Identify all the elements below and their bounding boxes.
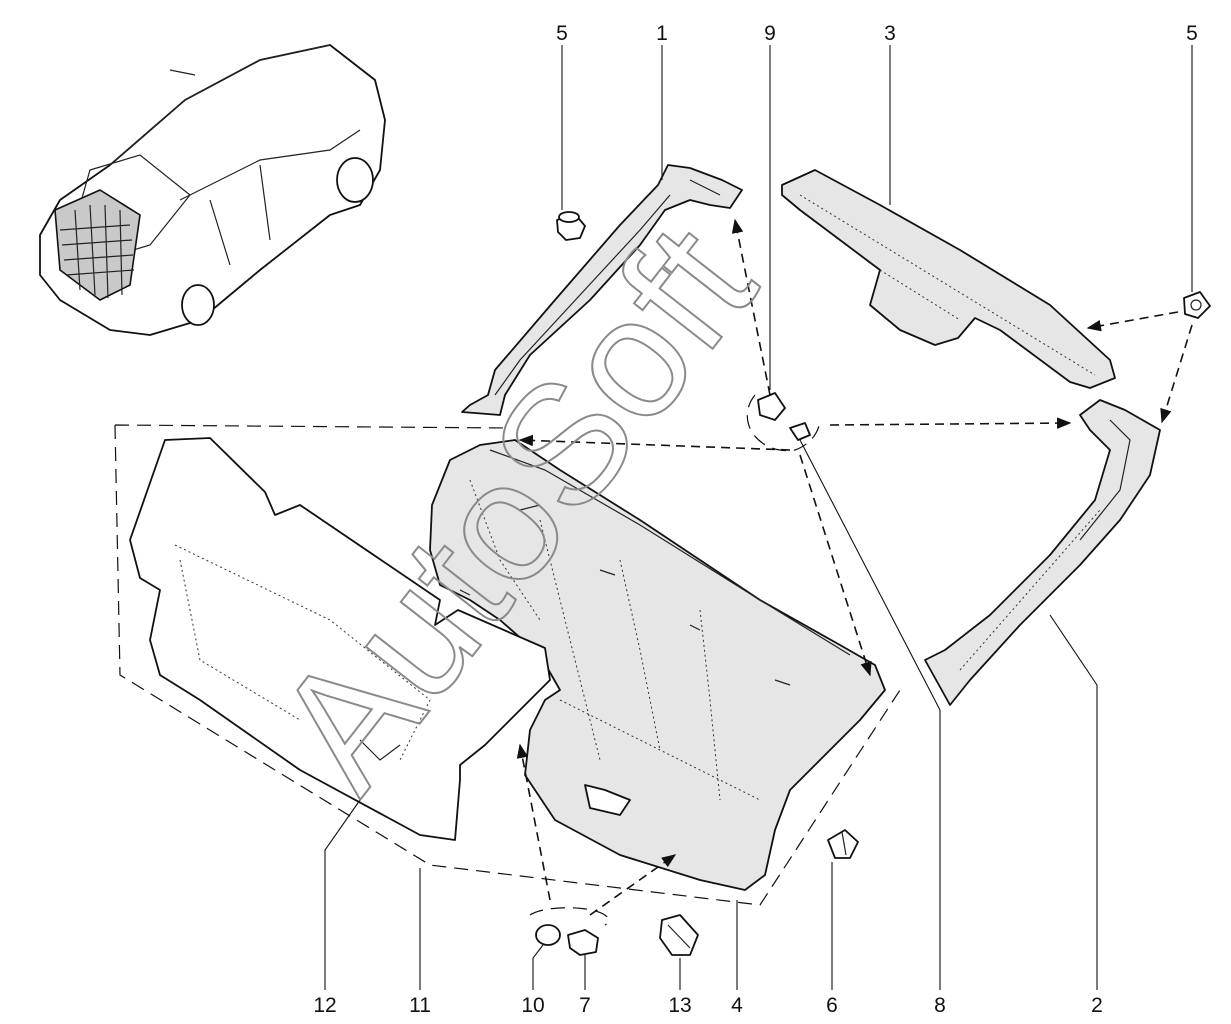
callout-5-top-right: 5 [1186, 22, 1198, 45]
callout-12: 12 [313, 994, 336, 1017]
callout-7: 7 [579, 994, 591, 1017]
callout-10: 10 [521, 994, 544, 1017]
part-4-trunk-lid-trim [429, 439, 886, 891]
part-1-pillar-trim [461, 164, 743, 416]
callout-8: 8 [934, 994, 946, 1017]
callout-13: 13 [668, 994, 691, 1017]
part-2-side-trim [924, 399, 1161, 706]
callout-4: 4 [731, 994, 743, 1017]
fastener-5-left-icon [556, 211, 586, 241]
callout-leader-lines [324, 45, 1193, 990]
callout-11: 11 [409, 994, 431, 1017]
callout-2: 2 [1091, 994, 1103, 1017]
fastener-7-screw-icon [567, 929, 599, 956]
fastener-5-right-icon [1183, 291, 1211, 319]
fastener-10-cap-icon [535, 924, 561, 946]
fastener-13-clamp-icon [659, 914, 699, 956]
callout-5-top-left: 5 [556, 22, 568, 45]
assembly-direction-arrows [516, 218, 1193, 926]
vehicle-overview-illustration [39, 44, 386, 336]
callout-9: 9 [764, 22, 776, 45]
fastener-6-push-pin-icon [827, 829, 859, 859]
fastener-9-clip-icon [757, 392, 811, 441]
part-12-insulation-panel [129, 437, 551, 841]
part-3-upper-trim-panel [781, 169, 1116, 389]
callout-numbers: 5 1 9 3 5 12 11 10 7 13 4 6 8 2 [313, 22, 1198, 1017]
callout-6: 6 [826, 994, 838, 1017]
callout-1: 1 [656, 22, 668, 45]
callout-3: 3 [884, 22, 896, 45]
assembly-boundary-frame [114, 424, 901, 906]
rear-window-grid-icon [59, 204, 135, 299]
